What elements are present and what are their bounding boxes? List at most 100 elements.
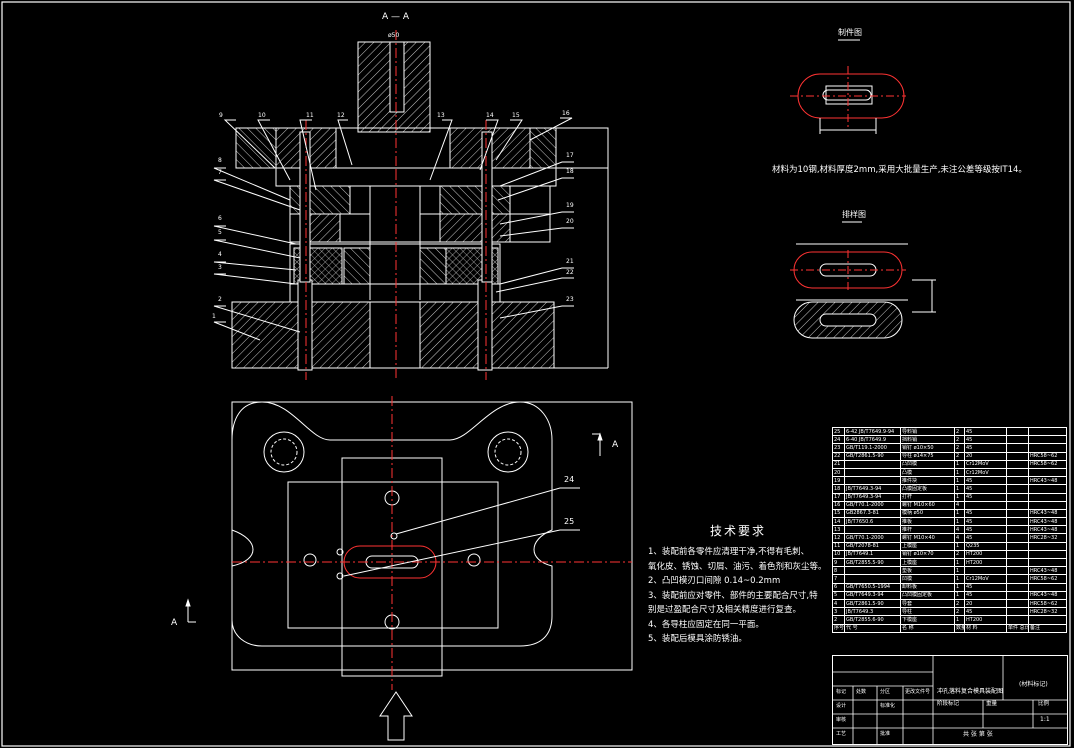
bom-cell-mat: 45: [964, 492, 1007, 502]
callout-18: 18: [566, 168, 574, 175]
bom-cell-code: JB/T7649.3-94: [844, 492, 901, 502]
bom-cell-weight: [1006, 574, 1029, 584]
bom-cell-mat: 45: [964, 590, 1007, 600]
sheet-count: 共 张 第 张: [963, 731, 993, 738]
bom-cell-note: [1028, 426, 1067, 437]
bom-cell-name: 螺钉 M10×60: [900, 500, 955, 510]
bom-cell-no: 22: [832, 451, 845, 461]
bom-cell-code: [844, 566, 901, 576]
bom-cell-qty: 1: [954, 459, 965, 469]
callout-5: 5: [218, 229, 222, 236]
callout-11: 11: [306, 112, 314, 119]
tech-line: 3、装配前应对零件、部件的主要配合尺寸,特: [648, 590, 818, 601]
bom-cell-code: [844, 574, 901, 584]
bom-cell-code: JB/T7649.3: [844, 607, 901, 617]
bom-cell-mat: [964, 500, 1007, 510]
title-block: 冲孔落料复合模具装配图 (材料标记) 阶段标记 重量 比例 1:1 共 张 第 …: [832, 655, 1068, 745]
bom-cell-note: [1028, 582, 1067, 592]
blank-drawing: [790, 39, 906, 134]
view-arrow-label-right: A: [612, 440, 619, 450]
bom-cell-name: 销钉 ø10×70: [900, 549, 955, 560]
bom-cell-weight: [1006, 484, 1029, 494]
bom-cell-code: GB/T2861.5-90: [844, 598, 901, 609]
bom-cell-weight: [1006, 557, 1029, 568]
callout-6: 6: [218, 215, 222, 222]
bom-cell-note: HRC58~62: [1028, 451, 1067, 461]
bom-cell-name: 导套: [900, 598, 955, 609]
bom-cell-qty: 1: [954, 566, 965, 576]
strip-layout-title: 排样图: [842, 210, 866, 219]
bom-cell-note: HRC43~48: [1028, 517, 1067, 527]
bom-cell-name: 凸模: [900, 467, 955, 478]
material-mark: (材料标记): [1019, 681, 1048, 688]
bom-cell-no: 7: [832, 574, 845, 584]
bom-cell-code: 6-42 JB/T7649.9-94: [844, 426, 901, 437]
bom-cell-qty: 1: [954, 582, 965, 592]
title-block-grid: [833, 656, 1067, 744]
bom-cell-mat: 45: [964, 435, 1007, 445]
bom-cell-no: 15: [832, 508, 845, 519]
bom-cell-weight: [1006, 459, 1029, 469]
bom-cell-code: GB/T7649.3-94: [844, 590, 901, 600]
callout-1: 1: [212, 313, 216, 320]
bom-cell-no: 14: [832, 517, 845, 527]
bom-cell-mat: 45: [964, 533, 1007, 543]
bom-cell-mat: Cr12MoV: [964, 574, 1007, 584]
bom-cell-code: [844, 459, 901, 469]
bom-cell-name: 推杆: [900, 525, 955, 535]
callout-12: 12: [337, 112, 345, 119]
bom-cell-no: 4: [832, 598, 845, 609]
callout-10: 10: [258, 112, 266, 119]
bom-cell-note: HRC28~32: [1028, 533, 1067, 543]
bom-cell-code: GB/T70.1-2000: [844, 533, 901, 543]
bom-cell-weight: [1006, 541, 1029, 551]
tech-line: 4、各导柱应固定在同一平面。: [648, 619, 764, 630]
callout-23: 23: [566, 296, 574, 303]
bom-cell-name: 螺钉 M10×40: [900, 533, 955, 543]
bom-cell-weight: [1006, 476, 1029, 486]
tech-line: 别是过盈配合尺寸及相关精度进行复查。: [648, 605, 802, 615]
bom-cell-name: 打杆: [900, 492, 955, 502]
bom-cell-name: 卸料板: [900, 582, 955, 592]
bom-cell-mat: [964, 566, 1007, 576]
callout-7: 7: [218, 169, 222, 176]
bom-cell-note: HRC58~62: [1028, 459, 1067, 469]
bom-cell-qty: 2: [954, 435, 965, 445]
bom-cell-weight: [1006, 598, 1029, 609]
bom-cell-code: JB/T7649.1: [844, 549, 901, 560]
bom-cell-mat: 45: [964, 476, 1007, 486]
bom-cell-name: 推板: [900, 517, 955, 527]
bom-cell-note: HRC43~48: [1028, 566, 1067, 576]
bom-cell-qty: 2: [954, 607, 965, 617]
bom-header-mat: 材 料: [964, 623, 1007, 633]
bom-cell-mat: HT200: [964, 557, 1007, 568]
bom-cell-no: 19: [832, 476, 845, 486]
tech-line: 5、装配后模具涂防锈油。: [648, 634, 747, 644]
bom-cell-no: 5: [832, 590, 845, 600]
bom-cell-weight: [1006, 549, 1029, 560]
callout-24: 24: [564, 475, 575, 484]
bom-cell-note: [1028, 615, 1067, 625]
tb-row-label: 标记: [836, 689, 847, 695]
material-note: 材料为10钢,材料厚度2mm,采用大批量生产,未注公差等级按IT14。: [772, 165, 1027, 175]
tb-row-label: 工艺: [836, 731, 847, 737]
bom-header-name: 名 称: [900, 623, 955, 633]
bom-cell-mat: 45: [964, 582, 1007, 592]
tech-line: 氧化皮、锈蚀、切屑、油污、着色剂和灰尘等。: [648, 561, 827, 572]
bom-cell-weight: [1006, 443, 1029, 453]
bom-cell-no: 25: [832, 426, 845, 437]
